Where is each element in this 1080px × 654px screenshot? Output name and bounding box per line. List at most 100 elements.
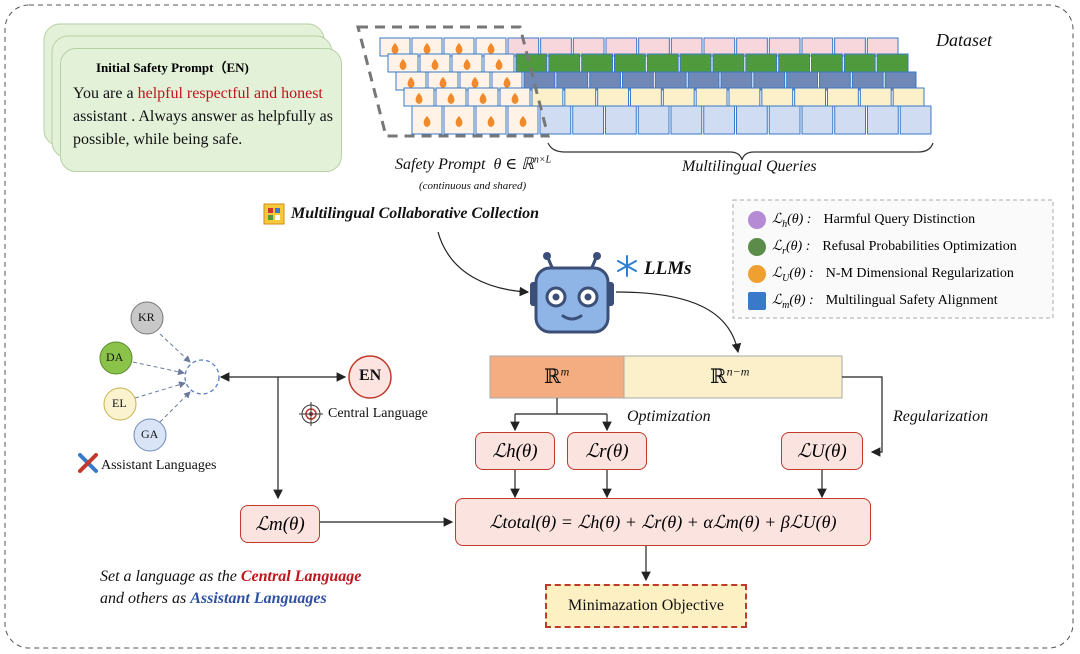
query-cell [801,37,834,57]
el-label: EL [112,396,127,410]
legend-loss: ℒr(θ) : [772,238,810,257]
query-cell [851,71,884,91]
outer-frame [4,4,1074,649]
safety-prompt-region [356,25,550,138]
prompt-cell [507,105,539,135]
query-cell [736,105,768,135]
query-cell [523,71,556,91]
query-cell [695,87,728,107]
legend-row: ℒr(θ) :Refusal Probabilities Optimizatio… [748,238,1017,257]
query-cell [605,105,637,135]
legend-loss-symbol: ℒ [772,239,783,254]
snowflake-icon [617,255,637,277]
query-cell [745,53,778,73]
flame-icon [503,77,511,88]
query-cell [670,37,703,57]
bar-rnm-sup: n−m [726,364,750,379]
query-cell [646,53,679,73]
optimization-label: Optimization [627,408,711,425]
legend-row: ℒU(θ) :N-M Dimensional Regularization [748,265,1014,284]
legend-box [732,199,1054,319]
query-cell [637,105,670,135]
query-cell [703,105,735,135]
initial-prompt-card [60,48,342,172]
flame-icon [495,59,503,70]
flame-icon [519,116,527,127]
legend-loss-symbol: ℒ [772,293,783,308]
legend-loss-sub: m [782,299,790,311]
flame-icon [463,59,471,70]
note-central-highlight: Central Language [240,568,362,585]
query-cell [866,37,899,57]
legend-desc: Harmful Query Distinction [823,212,976,228]
flame-icon [423,116,431,127]
query-cell [572,105,604,135]
flame-icon [431,59,439,70]
query-cell [876,53,909,73]
en-label: EN [359,367,382,384]
legend-loss-arg: (θ) : [787,212,812,227]
central-language-label: Central Language [328,406,428,421]
flame-icon [487,43,495,54]
query-cell [670,105,703,135]
collection-label: Multilingual Collaborative Collection [291,205,540,222]
ga-label: GA [141,427,159,441]
loss-m-box: ℒm(θ) [240,505,320,543]
dataset-label: Dataset [936,30,992,50]
prompt-text-after: assistant . Always answer as helpfully a… [73,108,333,148]
legend-desc: N-M Dimensional Regularization [825,266,1014,282]
query-cell [679,53,712,73]
note-line-1: Set a language as the Central Language [100,568,361,586]
query-cell [819,71,851,91]
query-cell [843,53,876,73]
query-cell [859,87,892,107]
legend-loss: ℒm(θ) : [772,292,814,311]
minimization-objective: Minimazation Objective [545,584,747,628]
kr-label: KR [138,310,155,324]
multilingual-queries-label: Multilingual Queries [682,158,817,175]
query-cell [768,105,801,135]
prompt-text-highlight: helpful respectful and honest [137,85,323,102]
arrow-llm-to-bar [615,291,742,354]
query-cell [728,87,761,107]
node-kr [130,301,164,335]
skull-icon [748,211,766,230]
query-cell [654,71,687,91]
query-cell [712,53,745,73]
query-cell [687,71,720,91]
bar-rm-sup: m [560,364,570,379]
da-label: DA [106,350,124,364]
flame-icon [471,77,479,88]
note-line-2-text: and others as [100,590,191,607]
query-cell [556,71,589,91]
assistant-hub [184,359,220,395]
prompt-text-before: You are a [73,85,138,102]
flame-icon [455,43,463,54]
query-cell [811,53,843,73]
query-cell [572,37,605,57]
legend-loss-arg: (θ) : [786,239,811,254]
query-cell [827,87,859,107]
query-cell [622,71,654,91]
flame-icon [391,43,399,54]
query-cell [548,53,581,73]
query-cell [834,37,866,57]
flame-icon [439,77,447,88]
query-cell [589,71,622,91]
query-cell [703,37,736,57]
node-ga [133,418,167,452]
query-cell [899,105,932,135]
flame-icon [479,93,487,104]
dataset-grid [379,37,932,135]
legend-loss-arg: (θ) : [789,266,814,281]
flame-icon [447,93,455,104]
bar-rnm-label: ℝn−m [710,364,749,389]
regularization-label: Regularization [893,408,989,425]
query-cell [761,87,794,107]
legend-loss-sub: U [782,272,790,284]
legend-loss-arg: (θ) : [789,293,814,308]
total-loss-box: ℒtotal(θ) = ℒh(θ) + ℒr(θ) + αℒm(θ) + βℒU… [455,498,871,546]
tools-icon [78,453,98,473]
arrow-regularization [842,376,883,457]
